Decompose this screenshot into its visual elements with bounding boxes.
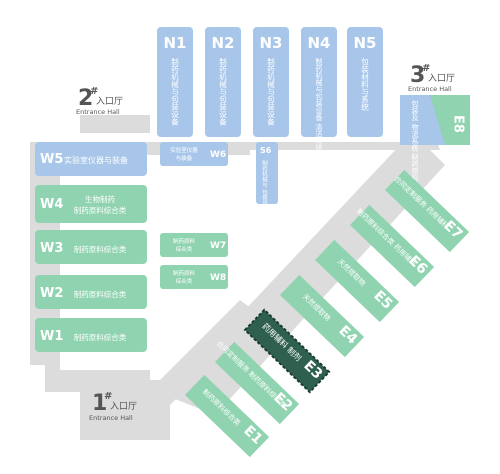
hall-w4-label-1: 生物制药 bbox=[85, 194, 115, 204]
corridor-entrance-1 bbox=[80, 300, 260, 440]
hall-w1-box bbox=[35, 318, 147, 352]
hall-s6[interactable]: S6 制药机械与 包装设备 bbox=[256, 142, 278, 213]
entrance-2-en: Entrance Hall bbox=[76, 108, 120, 116]
hall-n4-box bbox=[301, 27, 337, 137]
hall-w4[interactable]: W4 生物制药 制药原料综合类 bbox=[35, 185, 147, 223]
entrance-2-hash: # bbox=[90, 86, 98, 97]
hall-e1-box bbox=[185, 374, 270, 458]
hall-n3-label: 制药机械与包装设备 bbox=[266, 57, 275, 127]
hall-n2-box bbox=[205, 27, 241, 137]
hall-n5-code: N5 bbox=[354, 34, 377, 52]
entrance-2-cn: 入口厅 bbox=[96, 96, 123, 107]
hall-w1-label: 制药原料综合类 bbox=[74, 332, 127, 342]
hall-w7-label-2: 综合类 bbox=[176, 245, 193, 253]
hall-n2-label: 制药机械与包装设备 bbox=[218, 57, 227, 127]
hall-w7-box bbox=[160, 233, 228, 257]
hall-n3[interactable]: N3 制药机械与包装设备 bbox=[253, 27, 289, 137]
entrance-3-number: 3 bbox=[410, 63, 425, 88]
hall-w1[interactable]: W1 制药原料综合类 bbox=[35, 318, 147, 352]
entrance-3-en: Entrance Hall bbox=[408, 85, 452, 93]
hall-e8-box-green bbox=[430, 95, 470, 145]
hall-w8[interactable]: 制药原料 综合类 W8 bbox=[160, 265, 228, 289]
hall-w5[interactable]: W5 实验室仪器与装备 bbox=[35, 142, 147, 176]
hall-w3[interactable]: W3 制药原料综合类 bbox=[35, 230, 147, 264]
hall-w1-code: W1 bbox=[40, 329, 63, 344]
west-halls: W5 实验室仪器与装备 W4 生物制药 制药原料综合类 W3 制药原料综合类 W… bbox=[35, 142, 147, 352]
entrance-2[interactable]: 2 # 入口厅 Entrance Hall bbox=[76, 86, 123, 116]
hall-w2-code: W2 bbox=[40, 286, 63, 301]
hall-e6-box bbox=[350, 204, 435, 288]
hall-w6-label-2: 与装备 bbox=[176, 154, 193, 162]
entrance-3[interactable]: 3 # 入口厅 Entrance Hall bbox=[408, 63, 455, 93]
hall-w4-code: W4 bbox=[40, 197, 63, 212]
hall-e3-box bbox=[243, 308, 331, 394]
hall-w7[interactable]: 制药原料 综合类 W7 bbox=[160, 233, 228, 257]
entrance-2-number: 2 bbox=[78, 86, 93, 111]
entrance-1[interactable]: 1 # 入口厅 Entrance Hall bbox=[89, 391, 137, 422]
hall-n1-code: N1 bbox=[164, 34, 187, 52]
entrance-1-cn: 入口厅 bbox=[110, 401, 137, 412]
hall-n4[interactable]: N4 制药机械与包装设备 清洁与环保 bbox=[301, 27, 337, 159]
hall-n4-label: 制药机械与包装设备 清洁与环保 bbox=[315, 57, 323, 159]
hall-w4-label-2: 制药原料综合类 bbox=[74, 205, 127, 215]
hall-w8-box bbox=[160, 265, 228, 289]
hall-w3-code: W3 bbox=[40, 241, 63, 256]
entrance-3-cn: 入口厅 bbox=[428, 73, 455, 84]
hall-w2-box bbox=[35, 275, 147, 309]
hall-n5[interactable]: N5 包装材料与系统 bbox=[347, 27, 383, 137]
hall-w4-box bbox=[35, 185, 147, 223]
hall-w7-code: W7 bbox=[210, 241, 226, 251]
hall-n1[interactable]: N1 制药机械与包装设备 bbox=[157, 27, 193, 137]
hall-n1-label: 制药机械与包装设备 bbox=[170, 57, 179, 127]
hall-w2-label: 制药原料综合类 bbox=[74, 289, 127, 299]
hall-s6-label: 制药机械与 包装设备 bbox=[261, 159, 268, 213]
hall-w8-label-2: 综合类 bbox=[176, 277, 193, 285]
hall-w2[interactable]: W2 制药原料综合类 bbox=[35, 275, 147, 309]
hall-n2-code: N2 bbox=[212, 34, 235, 52]
hall-n3-code: N3 bbox=[260, 34, 283, 52]
hall-w5-label: 实验室仪器与装备 bbox=[64, 155, 128, 165]
hall-w5-box bbox=[35, 142, 147, 176]
hall-w8-label-1: 制药原料 bbox=[173, 269, 196, 277]
north-halls: N1 制药机械与包装设备 N2 制药机械与包装设备 N3 制药机械与包装设备 N… bbox=[157, 27, 383, 159]
hall-w6-box bbox=[160, 142, 228, 166]
entrance-1-hash: # bbox=[104, 391, 112, 402]
entrance-3-hash: # bbox=[422, 63, 430, 74]
entrance-1-number: 1 bbox=[92, 391, 107, 416]
corridor-west bbox=[30, 142, 150, 392]
hall-e5-box bbox=[315, 239, 400, 323]
hall-w5-code: W5 bbox=[40, 152, 63, 167]
hall-w6[interactable]: 实验室仪器 与装备 W6 bbox=[160, 142, 228, 166]
corridor-entrance-2 bbox=[80, 115, 150, 133]
hall-e4-box bbox=[280, 274, 365, 358]
small-halls: 实验室仪器 与装备 W6 制药原料 综合类 W7 制药原料 综合类 W8 S6 … bbox=[160, 142, 278, 289]
hall-n3-box bbox=[253, 27, 289, 137]
hall-n5-label: 包装材料与系统 bbox=[360, 57, 369, 112]
hall-s6-code: S6 bbox=[260, 146, 272, 155]
hall-w3-label: 制药原料综合类 bbox=[74, 244, 127, 254]
hall-e8[interactable]: E8 包装及 物流系统 制药原料 综合类 bbox=[400, 95, 470, 206]
hall-e8-code: E8 bbox=[451, 115, 466, 133]
hall-s6-box bbox=[256, 142, 278, 204]
hall-w6-code: W6 bbox=[210, 150, 226, 160]
hall-e7-box bbox=[385, 169, 470, 253]
hall-e8-label: 包装及 物流系统 制药原料 综合类 bbox=[411, 99, 419, 206]
hall-w8-code: W8 bbox=[210, 273, 226, 283]
hall-n1-box bbox=[157, 27, 193, 137]
hall-e2-box bbox=[215, 341, 300, 425]
hall-w6-label-1: 实验室仪器 bbox=[170, 146, 198, 154]
entrances: 2 # 入口厅 Entrance Hall 1 # 入口厅 Entrance H… bbox=[76, 63, 455, 422]
hall-n4-code: N4 bbox=[308, 34, 331, 52]
hall-n5-box bbox=[347, 27, 383, 137]
hall-w3-box bbox=[35, 230, 147, 264]
hall-n2[interactable]: N2 制药机械与包装设备 bbox=[205, 27, 241, 137]
entrance-1-en: Entrance Hall bbox=[89, 414, 133, 422]
hall-w7-label-1: 制药原料 bbox=[173, 237, 196, 245]
